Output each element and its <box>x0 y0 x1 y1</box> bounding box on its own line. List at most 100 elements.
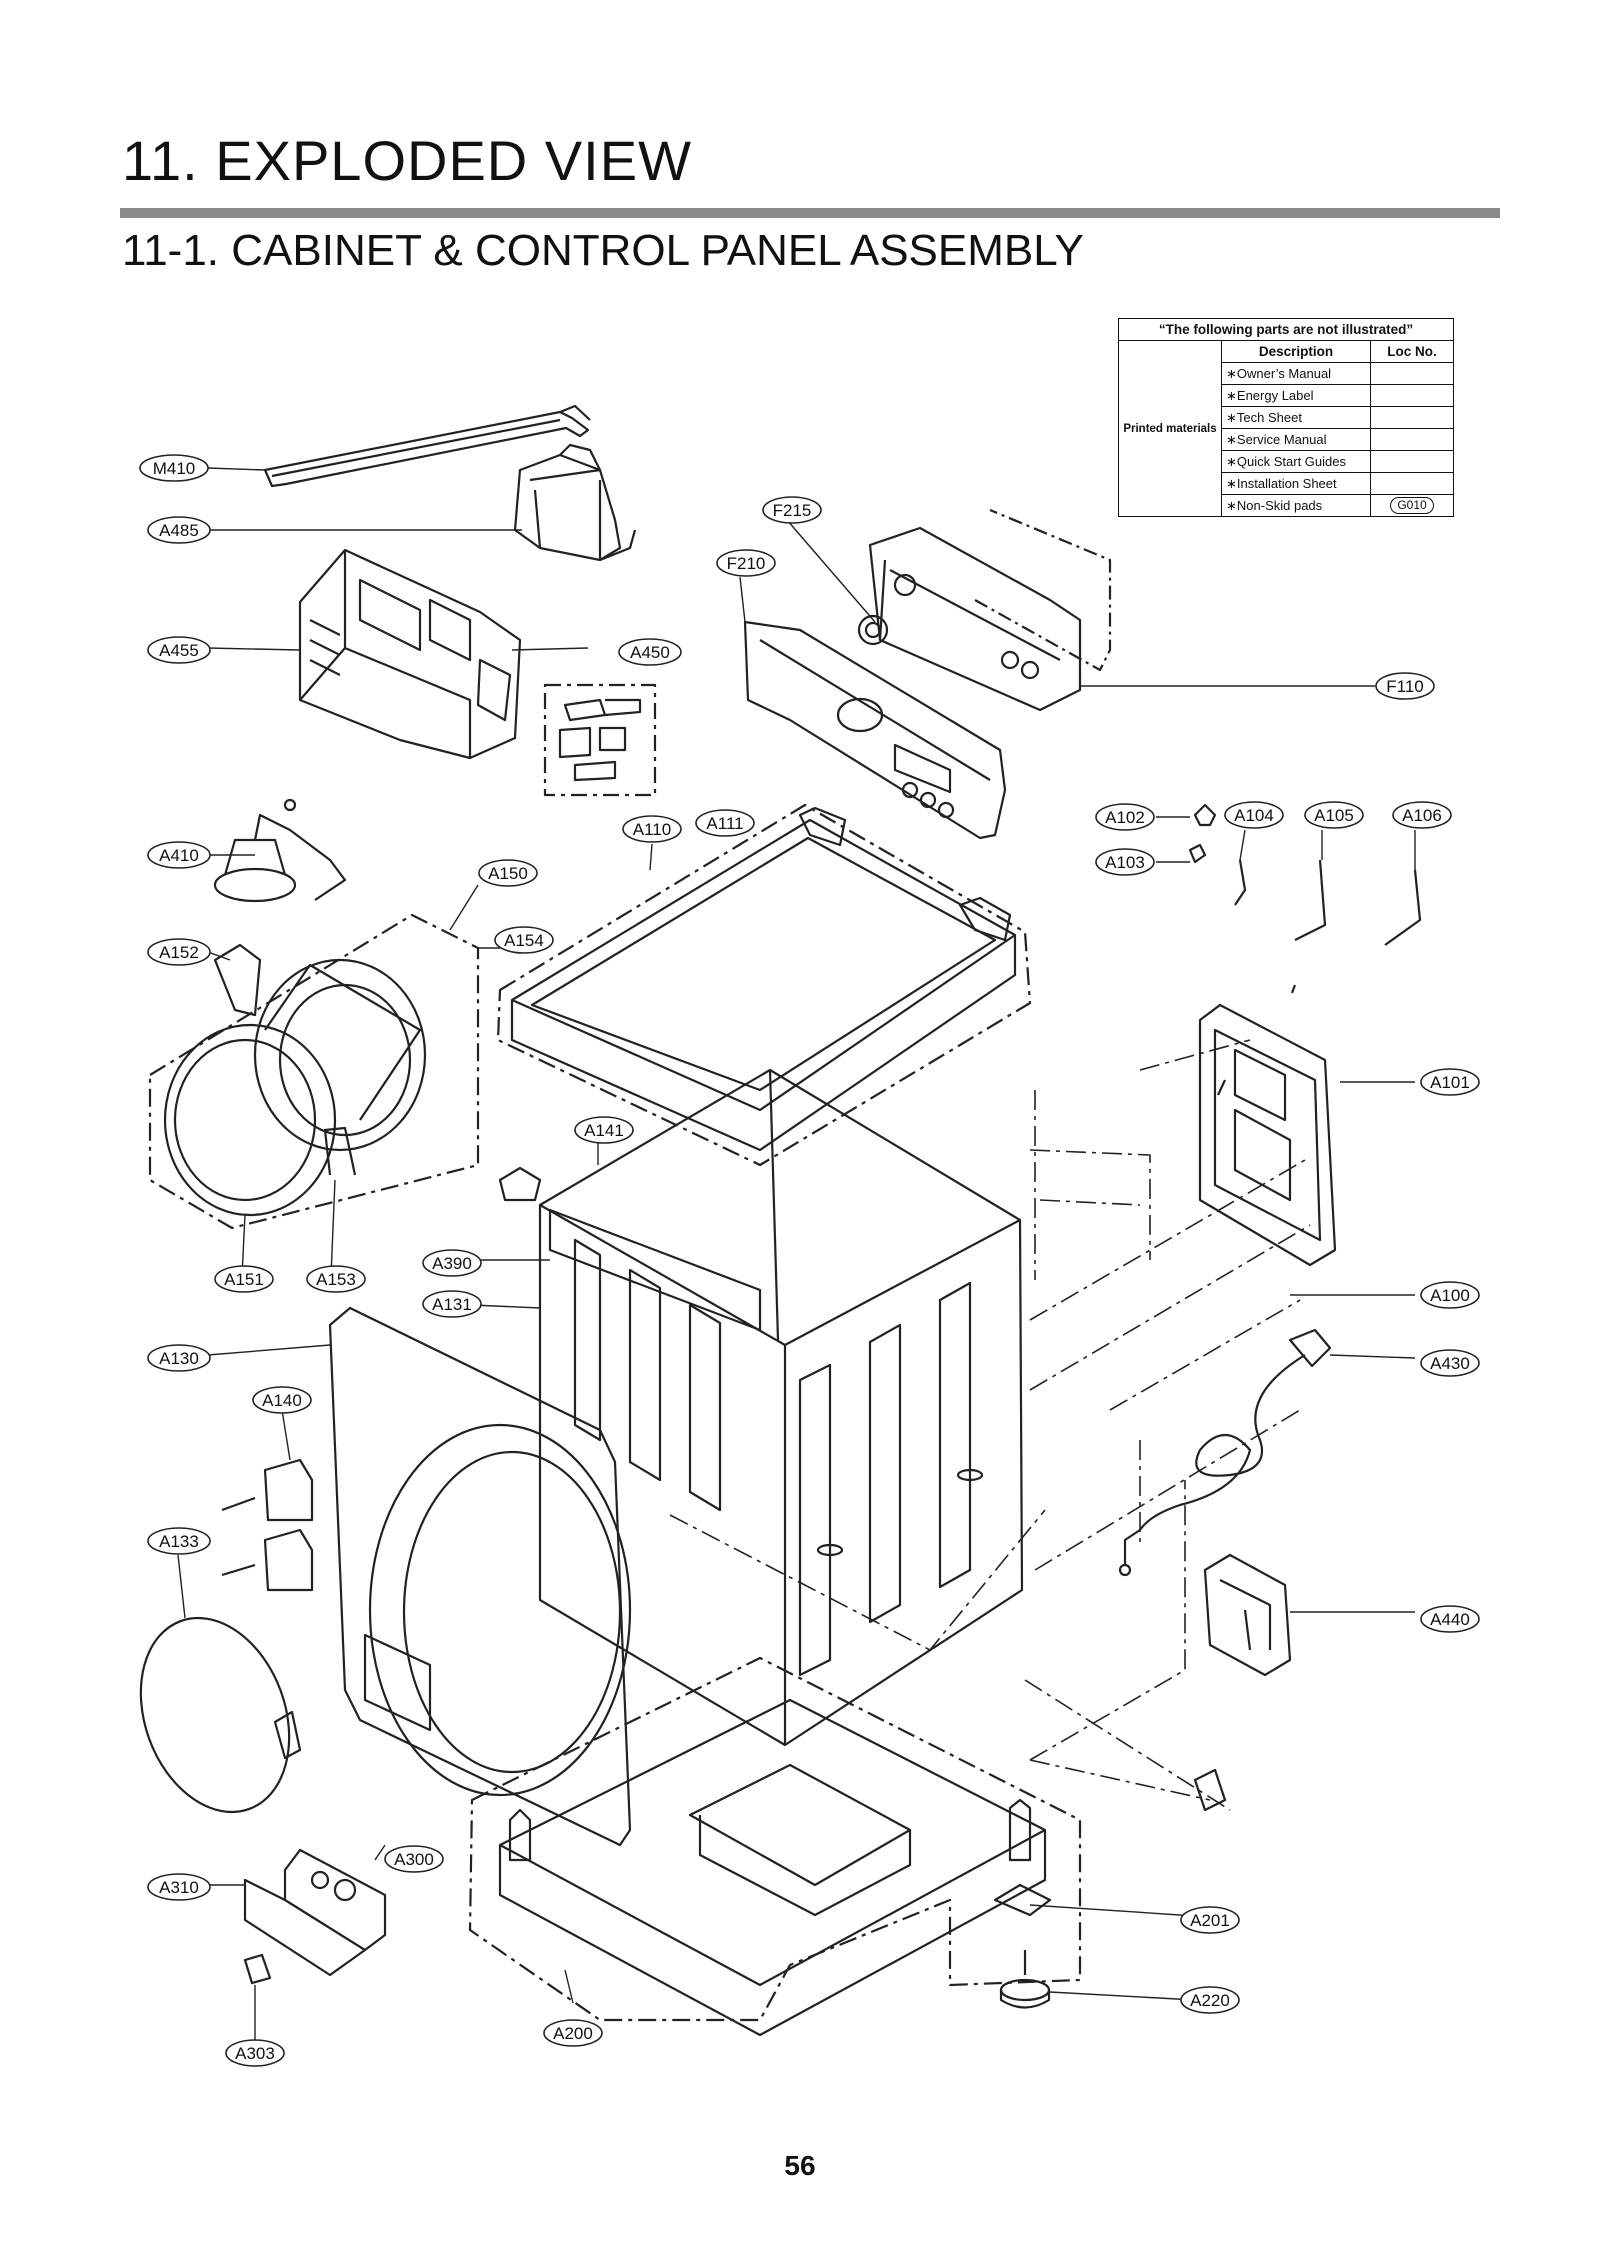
svg-text:A140: A140 <box>262 1391 302 1410</box>
item-desc: ∗Owner’s Manual <box>1221 362 1371 385</box>
section-subtitle: 11-1. CABINET & CONTROL PANEL ASSEMBLY <box>122 226 1084 275</box>
top-plate-part <box>496 803 1032 1167</box>
svg-text:A153: A153 <box>316 1270 356 1289</box>
col-loc: Loc No. <box>1370 340 1454 363</box>
callout-a100: A100 <box>1420 1281 1480 1309</box>
item-desc: ∗Tech Sheet <box>1221 406 1371 429</box>
callout-a152: A152 <box>147 938 211 966</box>
callout-a104: A104 <box>1224 801 1284 829</box>
table-row: ∗Non-Skid pads G010 <box>1119 494 1454 517</box>
svg-text:A100: A100 <box>1430 1286 1470 1305</box>
callout-a110: A110 <box>622 815 682 843</box>
pcb-assembly-part <box>298 548 522 760</box>
item-desc: ∗Installation Sheet <box>1221 472 1371 495</box>
svg-text:A410: A410 <box>159 846 199 865</box>
pump-part <box>213 798 347 903</box>
callout-a150: A150 <box>478 859 538 887</box>
callout-a430: A430 <box>1420 1349 1480 1377</box>
callout-a410: A410 <box>147 841 211 869</box>
callout-a200: A200 <box>543 2019 603 2047</box>
svg-text:A455: A455 <box>159 641 199 660</box>
svg-text:A150: A150 <box>488 864 528 883</box>
callout-a220: A220 <box>1180 1986 1240 2014</box>
svg-text:A130: A130 <box>159 1349 199 1368</box>
svg-text:A430: A430 <box>1430 1354 1470 1373</box>
leveling-foot-part <box>993 1883 1052 2009</box>
leader-lines <box>177 467 1416 2042</box>
callout-f215: F215 <box>762 496 822 524</box>
svg-text:A103: A103 <box>1105 853 1145 872</box>
svg-text:A152: A152 <box>159 943 199 962</box>
svg-text:A105: A105 <box>1314 806 1354 825</box>
svg-text:A450: A450 <box>630 643 670 662</box>
connector-group-part <box>543 683 657 797</box>
callout-a151: A151 <box>214 1265 274 1293</box>
svg-text:A300: A300 <box>394 1850 434 1869</box>
page-title: 11. EXPLODED VIEW <box>122 129 692 192</box>
callout-m410: M410 <box>139 454 209 482</box>
svg-text:A104: A104 <box>1234 806 1274 825</box>
svg-text:A485: A485 <box>159 521 199 540</box>
top-bracket-part <box>263 404 591 488</box>
svg-text:A111: A111 <box>706 814 743 833</box>
svg-text:A303: A303 <box>235 2044 275 2063</box>
callout-a390: A390 <box>422 1249 482 1277</box>
svg-text:A440: A440 <box>1430 1610 1470 1629</box>
callout-a303: A303 <box>225 2039 285 2067</box>
loc-badge: G010 <box>1390 497 1434 514</box>
svg-text:A102: A102 <box>1105 808 1145 827</box>
group-label: Printed materials <box>1118 340 1222 517</box>
svg-text:M410: M410 <box>153 459 196 478</box>
callouts: M410 A485 A455 A450 F215 F210 F110 A410 … <box>139 454 1480 2067</box>
table-row: ∗Owner’s Manual <box>1119 362 1454 385</box>
callout-a106: A106 <box>1392 801 1452 829</box>
callout-a101: A101 <box>1420 1068 1480 1096</box>
item-desc: ∗Quick Start Guides <box>1221 450 1371 473</box>
module-box-part <box>513 443 637 562</box>
display-pcb-part <box>868 508 1112 712</box>
svg-text:A151: A151 <box>224 1270 264 1289</box>
svg-text:F110: F110 <box>1386 677 1424 696</box>
guide-lines <box>669 1039 1311 1811</box>
callout-a310: A310 <box>147 1873 211 1901</box>
callout-a455: A455 <box>147 636 211 664</box>
title-rule <box>120 208 1500 218</box>
callout-f110: F110 <box>1375 672 1435 700</box>
svg-text:A154: A154 <box>504 931 544 950</box>
callout-a103: A103 <box>1095 848 1155 876</box>
callout-f210: F210 <box>716 549 776 577</box>
callout-a130: A130 <box>147 1344 211 1372</box>
control-panel-part <box>743 620 1007 840</box>
callout-a154: A154 <box>494 926 554 954</box>
callout-a102: A102 <box>1095 803 1155 831</box>
svg-text:F215: F215 <box>773 501 812 520</box>
drain-cover-part <box>243 1848 387 1985</box>
callout-a111: A111 <box>695 809 755 837</box>
hinge-part <box>221 1458 314 1592</box>
cabinet-part <box>538 1068 1024 1747</box>
callout-a485: A485 <box>147 516 211 544</box>
callout-a133: A133 <box>147 1527 211 1555</box>
callout-a450: A450 <box>618 638 682 666</box>
svg-text:A141: A141 <box>584 1121 624 1140</box>
tub-front-group <box>148 913 480 1230</box>
not-illustrated-table: “The following parts are not illustrated… <box>1118 318 1454 517</box>
item-loc: G010 <box>1370 494 1454 517</box>
not-illustrated-heading: “The following parts are not illustrated… <box>1118 318 1454 341</box>
item-desc: ∗Non-Skid pads <box>1221 494 1371 517</box>
noise-filter-part <box>1193 1553 1292 1812</box>
callout-a440: A440 <box>1420 1605 1480 1633</box>
table-row: ∗Service Manual <box>1119 428 1454 451</box>
base-part <box>468 1656 1082 2037</box>
table-row: ∗Energy Label <box>1119 384 1454 407</box>
svg-text:A201: A201 <box>1190 1911 1230 1930</box>
rear-panel-part <box>1198 1003 1337 1267</box>
svg-text:A106: A106 <box>1402 806 1442 825</box>
callout-a105: A105 <box>1304 801 1364 829</box>
svg-text:A220: A220 <box>1190 1991 1230 2010</box>
door-ring-part <box>139 1616 302 1814</box>
svg-text:A110: A110 <box>633 820 671 839</box>
svg-text:A200: A200 <box>553 2024 593 2043</box>
callout-a140: A140 <box>252 1386 312 1414</box>
